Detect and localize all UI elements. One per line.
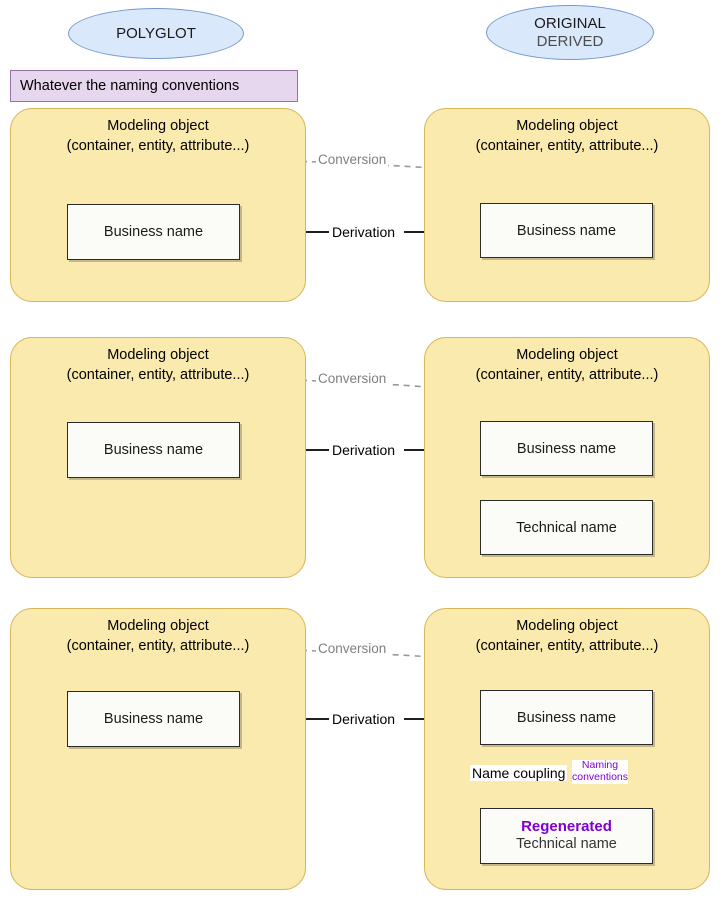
technical-name-label: Technical name [516,836,617,853]
panel-title-sub: (container, entity, attribute...) [66,637,250,654]
derived-label: DERIVED [536,32,604,50]
header-ellipse-original-derived: ORIGINAL DERIVED [486,5,654,60]
panel-row2-left-title: Modeling object (container, entity, attr… [11,346,305,385]
box-row2-left-business-name: Business name [67,422,240,478]
panel-title-sub: (container, entity, attribute...) [66,137,250,154]
panel-title-sub: (container, entity, attribute...) [475,637,659,654]
regenerated-label: Regenerated [521,818,612,836]
panel-title-main: Modeling object [107,118,209,134]
note-text: Whatever the naming conventions [20,78,240,94]
label-conversion-row1: Conversion [316,152,389,167]
label-derivation-row2: Derivation [330,442,398,458]
panel-row3-left-title: Modeling object (container, entity, attr… [11,617,305,656]
box-label: Business name [103,442,204,458]
panel-title-main: Modeling object [516,618,618,634]
box-label: Business name [516,440,617,457]
note-whatever-naming-conventions: Whatever the naming conventions [10,70,298,102]
panel-row3-right-title: Modeling object (container, entity, attr… [425,617,709,656]
box-row1-right-business-name: Business name [480,203,653,258]
label-name-coupling: Name coupling [470,765,568,781]
box-label: Business name [516,222,617,239]
box-row2-right-business-name: Business name [480,421,653,476]
box-label: Business name [516,709,617,726]
label-derivation-row1: Derivation [330,224,398,240]
label-naming-conventions: Naming conventions [571,759,629,784]
naming-conventions-line2: conventions [571,770,629,783]
panel-row2-right-title: Modeling object (container, entity, attr… [425,346,709,385]
box-row3-left-business-name: Business name [67,691,240,747]
panel-title-main: Modeling object [516,118,618,134]
label-derivation-row3: Derivation [330,711,398,727]
box-label: Business name [103,224,204,240]
panel-row1-right-title: Modeling object (container, entity, attr… [425,117,709,156]
panel-title-sub: (container, entity, attribute...) [66,366,250,383]
panel-row2-left: Modeling object (container, entity, attr… [10,337,306,578]
box-row1-left-business-name: Business name [67,204,240,260]
panel-row3-left: Modeling object (container, entity, attr… [10,608,306,890]
header-ellipse-polyglot: POLYGLOT [68,8,244,59]
original-label: ORIGINAL [534,15,606,33]
label-conversion-row3: Conversion [316,641,389,656]
box-row3-right-business-name: Business name [480,690,653,745]
panel-title-main: Modeling object [107,347,209,363]
box-label: Business name [103,711,204,727]
box-label: Technical name [516,519,617,536]
panel-title-sub: (container, entity, attribute...) [475,366,659,383]
panel-title-main: Modeling object [516,347,618,363]
panel-title-sub: (container, entity, attribute...) [475,137,659,154]
label-conversion-row2: Conversion [316,371,389,386]
polyglot-label: POLYGLOT [116,24,196,42]
panel-row1-left-title: Modeling object (container, entity, attr… [11,117,305,156]
panel-title-main: Modeling object [107,618,209,634]
naming-conventions-line1: Naming [581,759,619,771]
box-row2-right-technical-name: Technical name [480,500,653,555]
box-row3-right-regenerated-technical-name: Regenerated Technical name [480,808,653,864]
